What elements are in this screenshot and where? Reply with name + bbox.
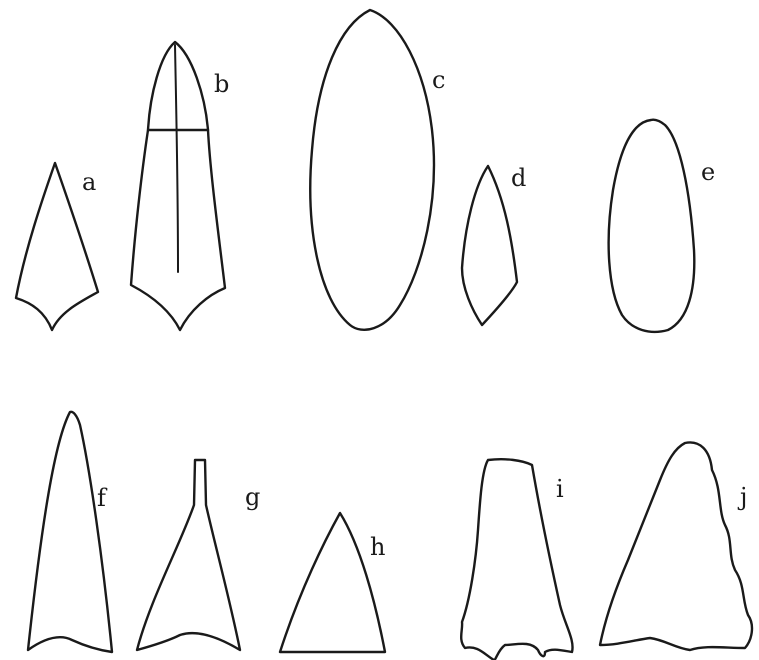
point-c-outline [310, 10, 434, 330]
label-i: i [556, 475, 564, 503]
point-a: a [16, 163, 98, 330]
point-b: b [131, 42, 229, 330]
label-h: h [370, 533, 385, 561]
point-f-outline [28, 412, 112, 652]
label-f: f [97, 484, 108, 512]
label-a: a [82, 168, 96, 196]
label-e: e [701, 158, 715, 186]
label-c: c [432, 66, 445, 94]
point-j: j [600, 442, 752, 650]
point-g-outline [137, 460, 240, 650]
point-i: i [461, 459, 572, 660]
point-b-midrib [175, 45, 178, 272]
label-b: b [214, 70, 229, 98]
label-g: g [245, 483, 260, 511]
point-e: e [609, 120, 716, 332]
point-e-outline [609, 120, 695, 332]
point-f: f [28, 412, 112, 652]
point-g: g [137, 460, 260, 650]
label-j: j [737, 483, 747, 511]
point-d-outline [462, 166, 517, 325]
point-c: c [310, 10, 445, 330]
point-h: h [280, 513, 385, 652]
point-d: d [462, 164, 526, 325]
label-d: d [511, 164, 526, 192]
point-j-outline [600, 442, 752, 650]
